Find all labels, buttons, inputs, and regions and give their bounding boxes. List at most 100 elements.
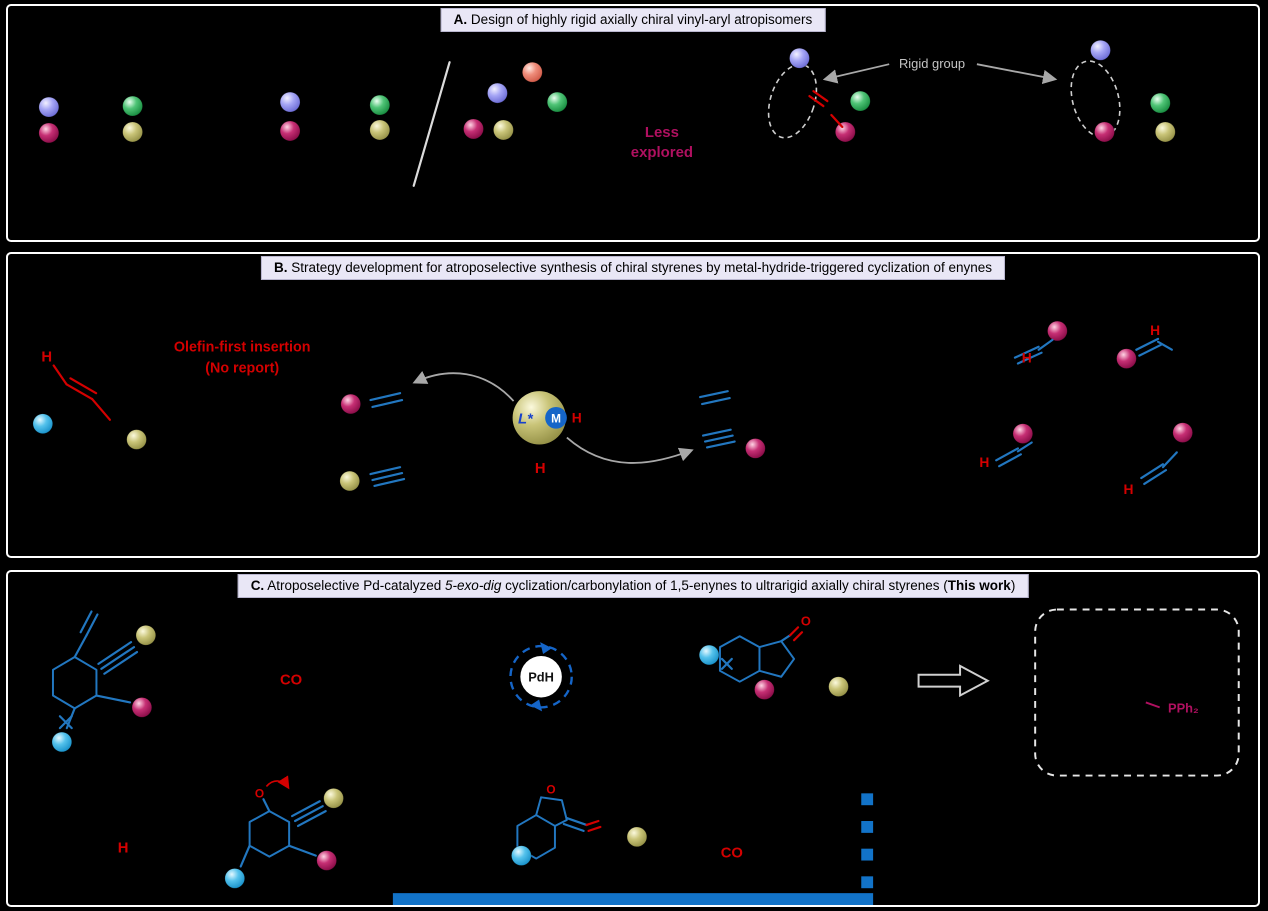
vinyl-group: [73, 610, 99, 659]
ball-crimson: [835, 121, 856, 143]
ball-violet: [789, 47, 810, 69]
exocyclic-alkene: [562, 816, 588, 832]
chiral-styrene-product: O: [698, 613, 849, 700]
oxy-bond: [262, 798, 271, 813]
ball-salmon: [522, 61, 543, 83]
vinyl-bonds: [1013, 338, 1054, 365]
ball-cyan: [51, 731, 73, 753]
co-label: CO: [721, 846, 743, 862]
hollow-arrow: [917, 664, 990, 698]
substituent-cross: [58, 715, 73, 730]
five-membered-ring: [758, 640, 796, 678]
panel-a: A. Design of highly rigid axially chiral…: [6, 4, 1260, 242]
ball-cyan: [511, 845, 532, 866]
panel-c-graphics: CO PdH O: [51, 608, 1240, 905]
ball-crimson: [1116, 348, 1137, 369]
ball-crimson: [38, 122, 60, 144]
ball-crimson: [340, 393, 361, 415]
chiral-ligand-sphere: [512, 391, 566, 445]
atropisomer-structure-3: [463, 61, 568, 141]
olefin-first-line2: (No report): [205, 360, 279, 376]
atropisomer-structure-5: [1070, 39, 1176, 143]
pph2-label: PPh₂: [1168, 700, 1199, 715]
substituent-bond: [288, 844, 317, 857]
alkene-bonds: [369, 392, 404, 409]
exocyclic-bond: [780, 634, 792, 643]
less-explored-line2: explored: [631, 144, 693, 161]
ball-crimson: [754, 679, 775, 700]
styrene-product-1: H: [1013, 320, 1068, 366]
panel-a-title: A. Design of highly rigid axially chiral…: [440, 8, 826, 32]
ball-crimson: [316, 850, 337, 871]
atropisomer-structure-2: [279, 91, 391, 142]
rigid-group-callout: Rigid group: [822, 56, 1058, 84]
carbonyl-bonds: [585, 819, 602, 832]
metal-center: [545, 406, 567, 429]
substituent-bond: [95, 694, 132, 704]
catalyst-disc: [520, 655, 562, 698]
hydrogen-label: H: [1150, 322, 1160, 338]
oxygen-label: O: [546, 782, 555, 796]
panel-c-title-seg1: Atroposelective Pd-catalyzed: [264, 578, 446, 593]
bullet-square: [861, 848, 874, 861]
rigid-group-arrow-right: [976, 63, 1058, 84]
ball-violet: [279, 91, 301, 113]
panel-a-title-text: Design of highly rigid axially chiral vi…: [467, 12, 813, 27]
ball-crimson: [463, 118, 484, 140]
ball-green: [122, 95, 143, 117]
pdh-label: PdH: [528, 670, 554, 685]
ball-green: [1150, 92, 1171, 114]
highlight-bar: [392, 893, 874, 905]
hydrogen-label: H: [1123, 481, 1133, 497]
rigid-group-arrow-left: [822, 63, 890, 84]
alkyne-group: [291, 800, 327, 828]
substituent-bond: [239, 844, 251, 868]
hydride-label: H: [572, 410, 582, 426]
ball-olive: [339, 470, 360, 492]
ball-green: [850, 90, 871, 112]
alkyne-bonds: [369, 466, 406, 488]
ball-olive: [369, 119, 391, 141]
panel-c: C. Atroposelective Pd-catalyzed 5-exo-di…: [6, 570, 1260, 907]
pdh-catalyst: PdH: [509, 642, 573, 712]
hydrogen-label: H: [1022, 350, 1032, 366]
oxygen-label: O: [801, 613, 811, 628]
benzene-ring: [51, 655, 98, 710]
dashed-result-box: [1034, 608, 1240, 777]
key-point-bullets: [861, 793, 874, 889]
panel-b: B. Strategy development for atroposelect…: [6, 252, 1260, 558]
hydrogen-label: H: [979, 454, 989, 470]
atropisomer-structure-1: [38, 95, 143, 144]
metal-hydride-catalyst: L* M H H: [512, 391, 582, 477]
bullet-square: [861, 793, 874, 806]
benzene-ring: [248, 810, 291, 858]
panel-c-title-italic: 5-exo-dig: [445, 578, 502, 593]
arrow-to-fragments: [412, 370, 515, 402]
ball-green: [546, 91, 568, 113]
less-explored-label: Less explored: [631, 124, 693, 161]
panel-a-title-prefix: A.: [453, 12, 468, 27]
vinyl-bonds: [1135, 337, 1173, 357]
atropisomer-structure-4: [767, 47, 871, 143]
ball-olive: [122, 121, 143, 143]
panel-c-title-prefix: C.: [250, 578, 265, 593]
ball-crimson: [1012, 423, 1034, 444]
rigid-group-label: Rigid group: [899, 56, 965, 71]
furan-ring: [535, 796, 568, 827]
aldehyde-group: [789, 626, 804, 642]
cycle-arrowhead: [530, 699, 543, 712]
benzene-ring: [718, 635, 761, 683]
red-bond-marks: [808, 90, 844, 129]
vinyl-bonds: [995, 441, 1033, 468]
olefin-first-label: Olefin-first insertion (No report): [174, 340, 311, 377]
cyclized-intermediate: O: [511, 782, 648, 866]
styrene-product-2: H: [1116, 322, 1173, 369]
alkene-fragment: [340, 392, 404, 415]
ball-olive: [493, 119, 514, 141]
ball-olive: [626, 826, 648, 847]
ball-crimson: [1094, 121, 1115, 143]
oxygen-label: O: [255, 786, 264, 800]
cycle-arrowhead: [540, 642, 552, 655]
panel-a-graphics: Less explored Rigid group: [38, 39, 1176, 187]
ball-crimson: [279, 120, 301, 142]
